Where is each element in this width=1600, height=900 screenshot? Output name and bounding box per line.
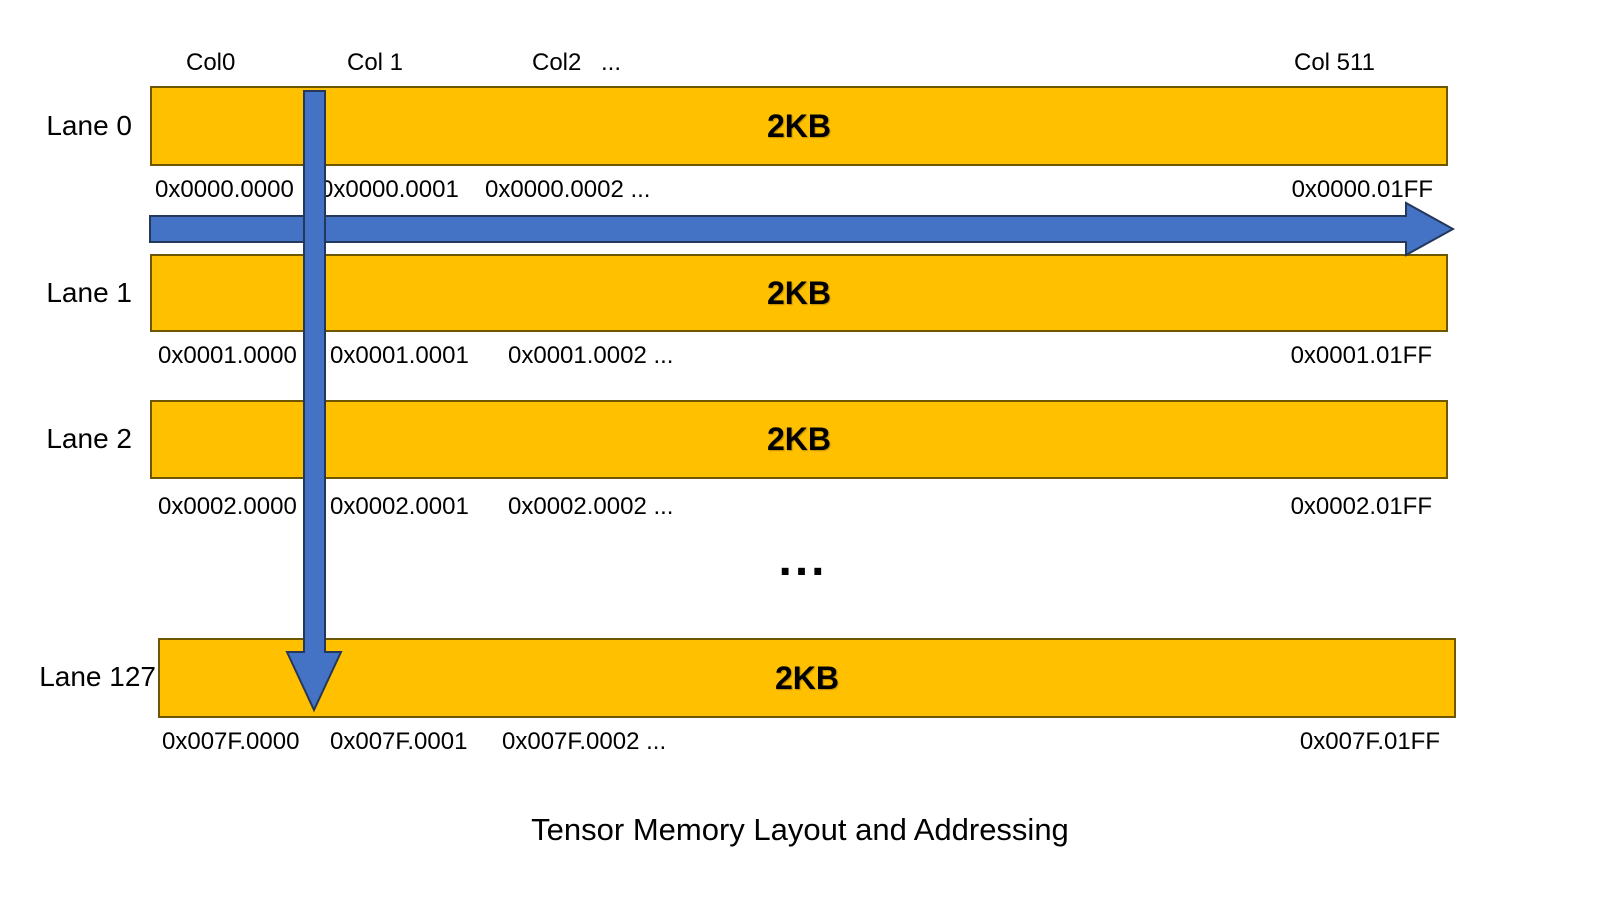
lane-0-size-label: 2KB [766,107,831,144]
lane-127-size-label: 2KB [774,659,839,696]
lane-127-label: Lane 127 [39,661,156,692]
lane-2-address-col0: 0x0002.0000 [158,493,297,520]
lane-127-address-col1: 0x007F.0001 [330,728,468,755]
lane-127-address-col0: 0x007F.0000 [162,728,300,755]
lane-2-address-col511: 0x0002.01FF [1290,493,1432,520]
lane-1-label: Lane 1 [46,277,132,308]
lane-127-address-col2: 0x007F.0002 ... [502,728,667,755]
column-header-col1: Col 1 [347,49,404,76]
lanes-ellipsis: ... [778,533,828,586]
lane-1-bar: 2KB [150,254,1448,332]
lane-2-address-col1: 0x0002.0001 [330,493,469,520]
lane-127-bar: 2KB [158,638,1456,718]
lane-0-label: Lane 0 [46,110,132,141]
lane-2-bar: 2KB [150,400,1448,479]
lane-1-address-col0: 0x0001.0000 [158,342,297,369]
lane-0-address-col1: 0x0000.0001 [320,176,459,203]
lane-0-address-col2: 0x0000.0002 ... [485,176,651,203]
column-header-ellipsis: ... [601,49,622,76]
column-header-col2: Col2 [532,49,582,76]
lane-2-size-label: 2KB [766,421,831,457]
lane-0-address-col0: 0x0000.0000 [155,176,294,203]
lane-127-address-col511: 0x007F.01FF [1299,728,1440,755]
diagram-title: Tensor Memory Layout and Addressing [531,812,1069,847]
lane-2-address-col2: 0x0002.0002 ... [508,493,674,520]
column-direction-arrow [149,201,1456,257]
lane-1-address-col1: 0x0001.0001 [330,342,469,369]
column-header-col511: Col 511 [1294,49,1375,76]
column-header-col0: Col0 [186,49,236,76]
lane-1-address-col511: 0x0001.01FF [1290,342,1432,369]
lane-2-label: Lane 2 [46,423,132,454]
lane-0-bar: 2KB [150,86,1448,166]
lane-1-address-col2: 0x0001.0002 ... [508,342,674,369]
lane-1-size-label: 2KB [766,274,831,311]
lane-0-address-col511: 0x0000.01FF [1291,176,1433,203]
